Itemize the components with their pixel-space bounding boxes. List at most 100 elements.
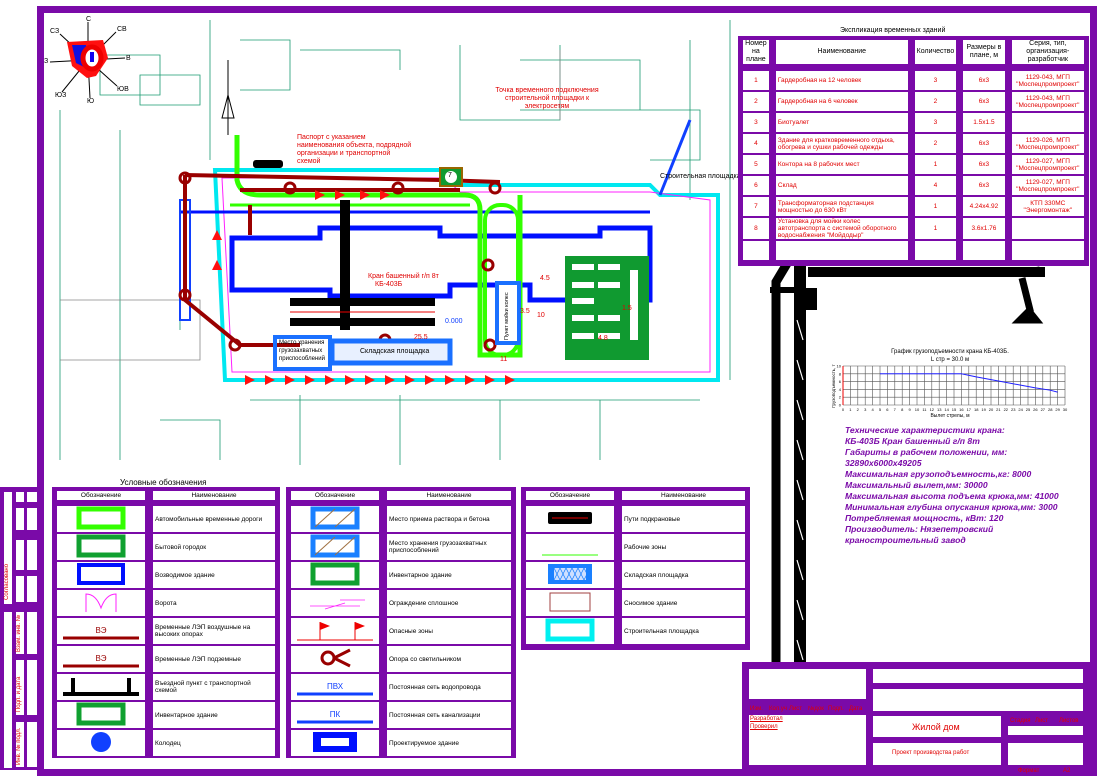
legend-symbol (526, 506, 622, 534)
x-tick-label: 19 (981, 407, 986, 412)
tb-object-name: Жилой дом (912, 722, 960, 732)
wheel-wash-box (495, 281, 521, 345)
symbol-tag: ПК (330, 710, 341, 719)
wheel-wash-label: Пункт мойки колес (504, 292, 510, 340)
crane-spec-line: Технические характеристики крана: (845, 425, 1005, 435)
legend-symbol (57, 730, 153, 758)
legend-row: Пути подкрановые (526, 506, 745, 534)
crane-specs: Технические характеристики крана:КБ-403Б… (845, 425, 1059, 546)
table-cell: Трансформаторная подстанция мощностью до… (775, 197, 915, 218)
tb-col-list: Лист (789, 706, 803, 712)
legend-row: Бытовой городок (57, 534, 275, 562)
table-cell (743, 241, 776, 262)
legend-row: Рабочие зоны (526, 534, 745, 562)
legend-label: Инвентарное здание (153, 702, 275, 730)
legend-label: Временные ЛЭП воздушные на высоких опора… (153, 618, 275, 646)
x-tick-label: 4 (871, 407, 874, 412)
table-cell: 5 (743, 155, 776, 176)
table-cell: 1129-027, МГП "Моспецпромпроект" (1011, 155, 1084, 176)
legend-label: Сносимое здание (622, 590, 745, 618)
legend-label: Ограждение сплошное (387, 590, 511, 618)
x-axis-label: Вылет стрелы, м (930, 413, 970, 419)
y-tick-label: 6 (839, 379, 842, 384)
legend-header-cell: Обозначение (291, 491, 387, 506)
wind-rose-icon (49, 22, 126, 99)
crane-rails (290, 200, 435, 330)
tb-col-data: Дата (849, 706, 863, 712)
rect-green-icon (76, 534, 126, 558)
x-tick-label: 24 (1018, 407, 1023, 412)
crosshatch-icon (548, 564, 592, 584)
legend-header-cell: Обозначение (526, 491, 622, 506)
level-mark: 0.000 (445, 318, 463, 325)
table-cell: 1129-027, МГП "Моспецпромпроект" (1011, 176, 1084, 197)
legend-label: Колодец (153, 730, 275, 758)
legend-symbol (291, 646, 387, 674)
legend-symbol: ПК (291, 702, 387, 730)
x-tick-label: 17 (967, 407, 972, 412)
legend-symbol (57, 562, 153, 590)
x-tick-label: 11 (922, 407, 927, 412)
chart-subtitle: L стр = 30.0 м (931, 357, 969, 363)
legend-row: Место хранения грузозахватных приспособл… (291, 534, 511, 562)
side-strip (0, 487, 44, 770)
table-cell (963, 241, 1012, 262)
compass-e: В (126, 55, 131, 62)
legend-row: Инвентарное здание (291, 562, 511, 590)
table-cell (1011, 241, 1084, 262)
legend-row: Опасные зоны (291, 618, 511, 646)
legend-symbol (291, 562, 387, 590)
x-tick-label: 10 (915, 407, 920, 412)
x-tick-label: 28 (1048, 407, 1053, 412)
table-cell: 6x3 (963, 176, 1012, 197)
x-tick-label: 25 (1026, 407, 1031, 412)
legend-row: Колодец (57, 730, 275, 758)
power-point-callout-text: Точка временного подключения строительно… (495, 87, 599, 110)
legend-row: Ворота (57, 590, 275, 618)
legend-symbol (57, 506, 153, 534)
legend-symbol (526, 534, 622, 562)
legend-symbol (291, 506, 387, 534)
side-inventory: Инв. № подл. (16, 727, 22, 765)
table-cell: 3.6x1.76 (963, 218, 1012, 241)
table-cell: 6 (743, 176, 776, 197)
table-cell (914, 241, 964, 262)
explication-header-cell: Наименование (775, 40, 915, 71)
symbol-tag: ВЭ (95, 626, 106, 635)
x-tick-label: 9 (908, 407, 911, 412)
table-cell: 1 (914, 218, 964, 241)
rect-bright-green-icon (76, 506, 126, 530)
dim-10: 10 (537, 312, 545, 319)
pole-icon (320, 648, 351, 668)
rect-hatched-icon (310, 506, 360, 530)
legend-row: Строительная площадка (526, 618, 745, 646)
passport-callout: Паспорт с указанием наименования объекта… (297, 134, 412, 166)
dim-4-8: 4.8 (598, 335, 608, 342)
fence-icon (310, 599, 365, 610)
rect-green-icon (310, 562, 360, 586)
compass-ne: СВ (117, 26, 127, 33)
x-tick-label: 16 (959, 407, 964, 412)
table-cell: 1129-026, МГП "Моспецпромпроект" (1011, 134, 1084, 155)
x-tick-label: 2 (857, 407, 860, 412)
compass-se: ЮВ (117, 86, 129, 93)
y-tick-label: 0 (839, 403, 842, 408)
x-tick-label: 13 (937, 407, 942, 412)
table-cell: 6x3 (963, 92, 1012, 113)
legend-label: Строительная площадка (622, 618, 745, 646)
x-tick-label: 0 (842, 407, 845, 412)
line-ve-icon: ВЭ (63, 654, 139, 668)
x-tick-label: 15 (952, 407, 957, 412)
projected-building (229, 225, 653, 303)
legend-label: Место хранения грузозахватных приспособл… (387, 534, 511, 562)
legend-header-cell: Наименование (622, 491, 745, 506)
tb-col-ndoc: №док (808, 706, 824, 712)
